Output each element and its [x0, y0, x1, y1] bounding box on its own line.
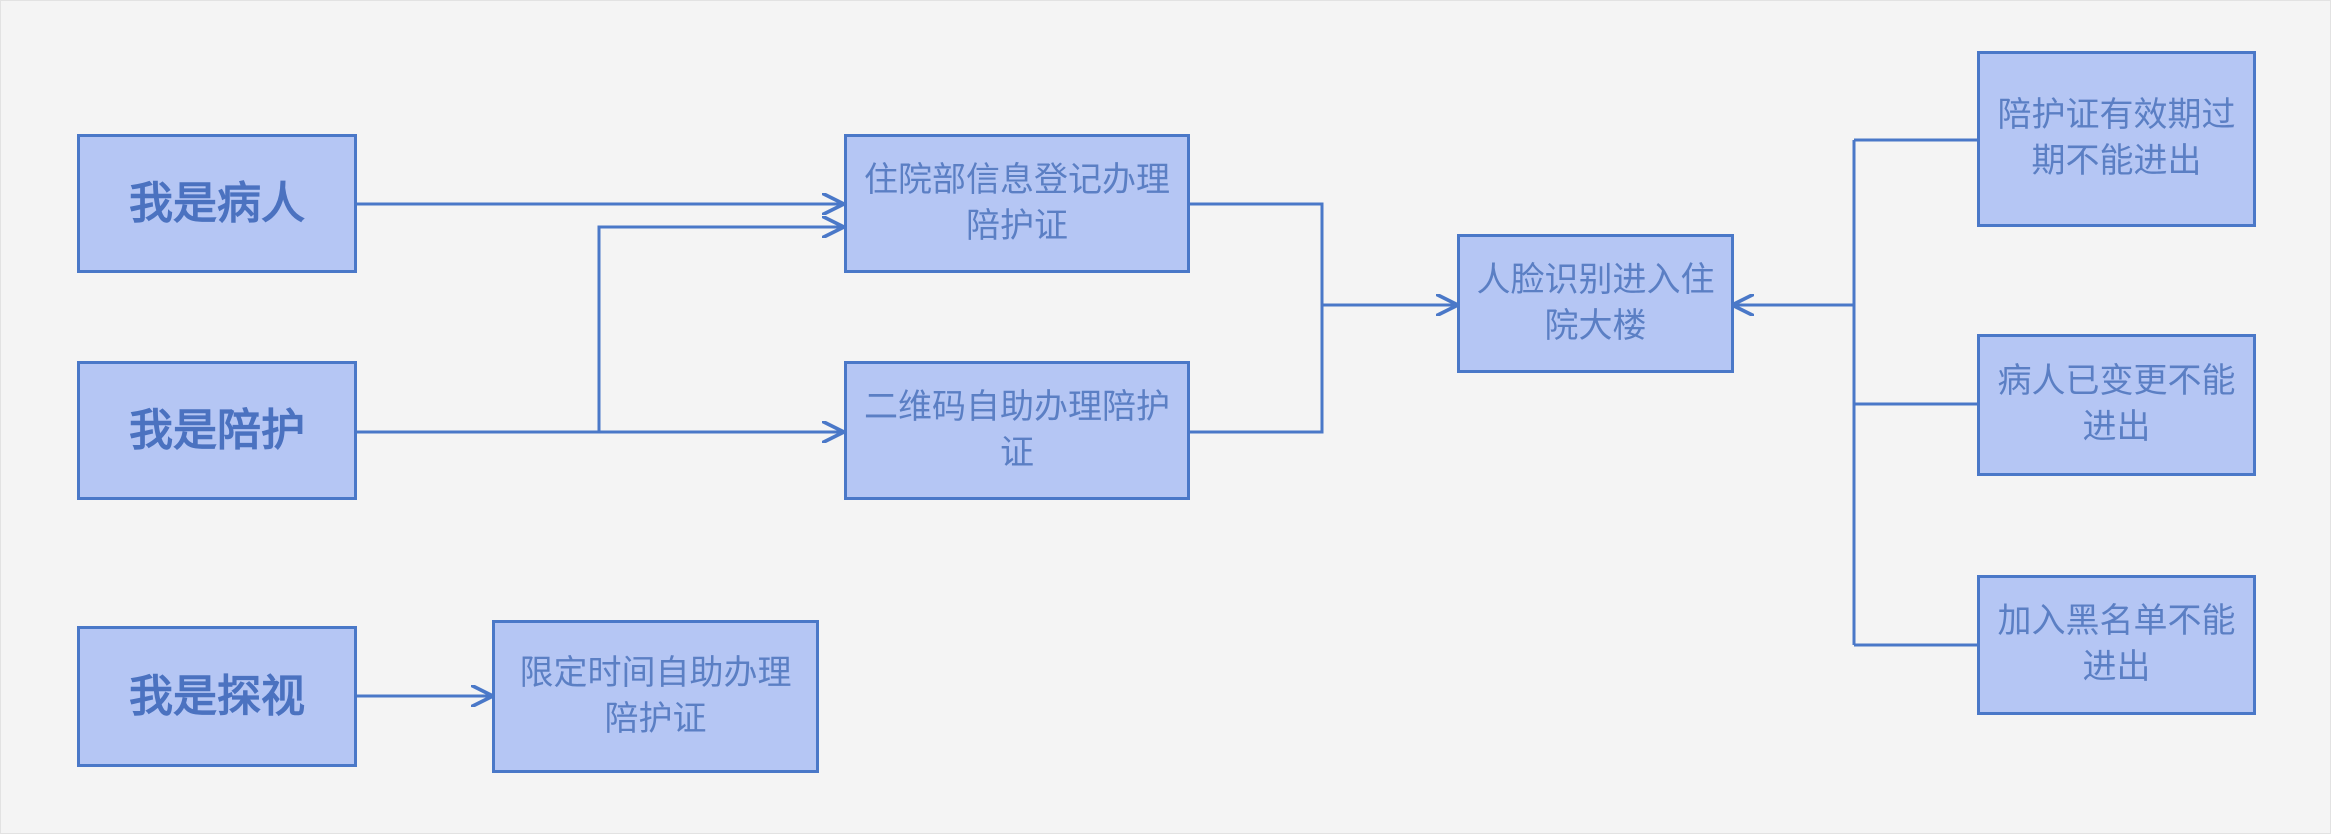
node-patient-changed-label: 病人已变更不能进出 [1997, 361, 2236, 447]
edge-caregiver-to-register [357, 227, 842, 434]
edge-qrcode-to-merge [1190, 305, 1324, 434]
node-expired: 陪护证有效期过期不能进出 [1977, 51, 2256, 227]
node-visitor: 我是探视 [77, 626, 357, 767]
node-caregiver-label: 我是陪护 [129, 404, 305, 456]
edge-register-to-merge [1190, 202, 1324, 305]
node-expired-label: 陪护证有效期过期不能进出 [1997, 95, 2236, 181]
node-patient: 我是病人 [77, 134, 357, 273]
node-caregiver: 我是陪护 [77, 361, 357, 500]
node-blacklist: 加入黑名单不能进出 [1977, 575, 2256, 715]
node-qrcode-label: 二维码自助办理陪护证 [864, 386, 1170, 473]
node-blacklist-label: 加入黑名单不能进出 [1997, 601, 2236, 687]
node-patient-changed: 病人已变更不能进出 [1977, 334, 2256, 476]
node-timed: 限定时间自助办理陪护证 [492, 620, 819, 773]
node-qrcode: 二维码自助办理陪护证 [844, 361, 1190, 500]
node-timed-label: 限定时间自助办理陪护证 [519, 652, 792, 739]
node-register: 住院部信息登记办理陪护证 [844, 134, 1190, 273]
node-patient-label: 我是病人 [129, 177, 305, 229]
node-register-label: 住院部信息登记办理陪护证 [864, 159, 1170, 246]
node-visitor-label: 我是探视 [129, 670, 305, 722]
node-face-recognition: 人脸识别进入住院大楼 [1457, 234, 1734, 373]
node-face-recognition-label: 人脸识别进入住院大楼 [1476, 259, 1715, 346]
